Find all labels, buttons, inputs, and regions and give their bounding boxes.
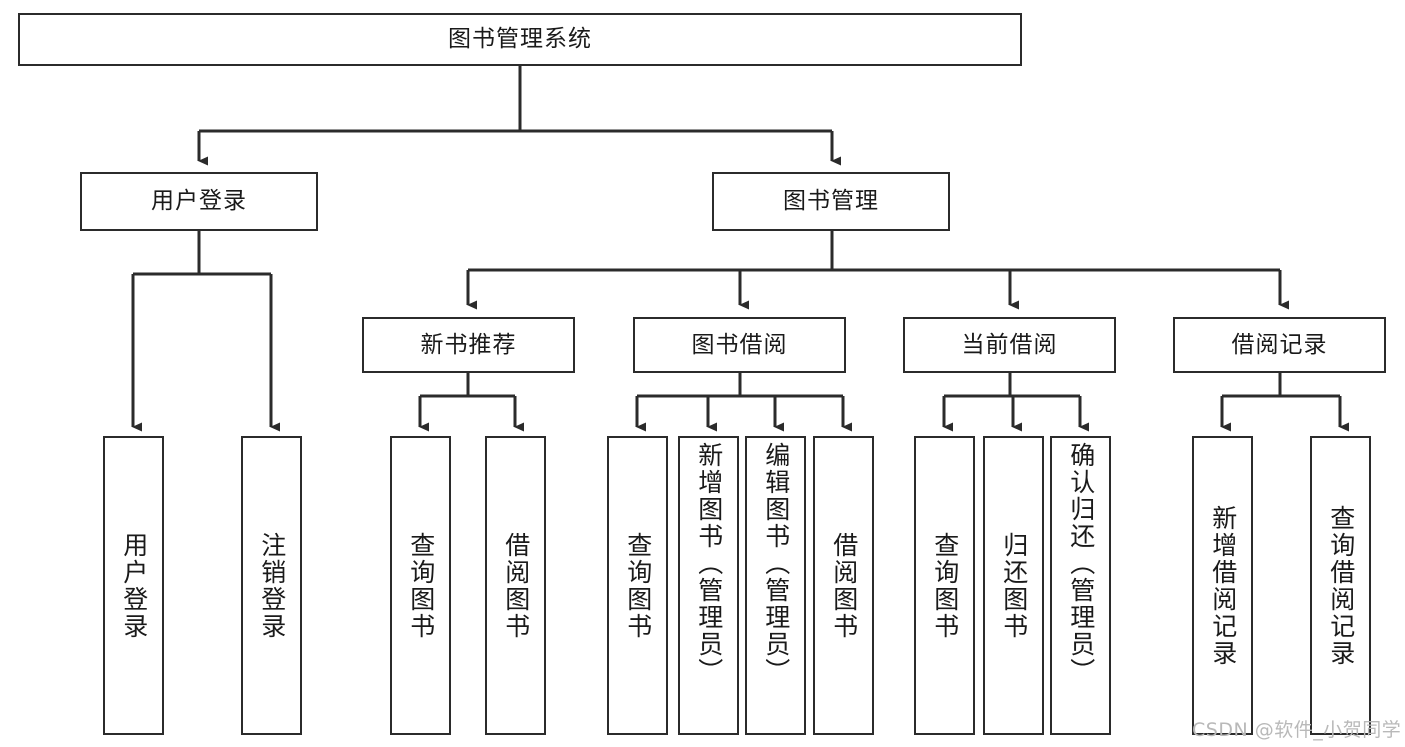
leaf-borrow-edit-book-label: 编辑图书（管理员）: [761, 442, 791, 685]
leaf-new-book-borrow[interactable]: 借阅图书: [485, 436, 546, 735]
node-new-book-recommend[interactable]: 新书推荐: [362, 317, 575, 373]
node-current-borrow[interactable]: 当前借阅: [903, 317, 1116, 373]
leaf-record-add-label: 新增借阅记录: [1208, 504, 1238, 667]
node-user-login-label: 用户登录: [151, 188, 247, 215]
leaf-current-return-book[interactable]: 归还图书: [983, 436, 1044, 735]
leaf-borrow-add-book-label: 新增图书（管理员）: [694, 442, 724, 685]
leaf-new-book-borrow-label: 借阅图书: [501, 531, 531, 640]
csdn-watermark: CSDN @软件_小贺同学: [1192, 719, 1402, 741]
node-borrow-record-label: 借阅记录: [1231, 331, 1328, 358]
leaf-new-book-query-label: 查询图书: [406, 531, 436, 640]
node-root[interactable]: 图书管理系统: [18, 13, 1022, 66]
leaf-record-query[interactable]: 查询借阅记录: [1310, 436, 1371, 735]
leaf-user-login-signin[interactable]: 用户登录: [103, 436, 164, 735]
node-book-borrow[interactable]: 图书借阅: [633, 317, 846, 373]
leaf-borrow-edit-book[interactable]: 编辑图书（管理员）: [745, 436, 806, 735]
leaf-current-confirm-return[interactable]: 确认归还（管理员）: [1050, 436, 1111, 735]
leaf-user-login-signout[interactable]: 注销登录: [241, 436, 302, 735]
leaf-record-query-label: 查询借阅记录: [1326, 504, 1356, 667]
leaf-current-query-book[interactable]: 查询图书: [914, 436, 975, 735]
leaf-new-book-query[interactable]: 查询图书: [390, 436, 451, 735]
leaf-current-return-book-label: 归还图书: [999, 531, 1029, 640]
leaf-borrow-add-book[interactable]: 新增图书（管理员）: [678, 436, 739, 735]
node-new-book-recommend-label: 新书推荐: [420, 331, 517, 358]
node-borrow-record[interactable]: 借阅记录: [1173, 317, 1386, 373]
node-current-borrow-label: 当前借阅: [961, 331, 1058, 358]
leaf-borrow-query-book-label: 查询图书: [623, 531, 653, 640]
leaf-record-add[interactable]: 新增借阅记录: [1192, 436, 1253, 735]
leaf-current-query-book-label: 查询图书: [930, 531, 960, 640]
leaf-borrow-query-book[interactable]: 查询图书: [607, 436, 668, 735]
node-book-management-label: 图书管理: [783, 188, 879, 215]
leaf-borrow-borrow-book-label: 借阅图书: [829, 531, 859, 640]
leaf-user-login-signout-label: 注销登录: [257, 531, 287, 640]
node-user-login[interactable]: 用户登录: [80, 172, 318, 231]
leaf-user-login-signin-label: 用户登录: [119, 531, 149, 640]
node-book-management[interactable]: 图书管理: [712, 172, 950, 231]
node-book-borrow-label: 图书借阅: [691, 331, 788, 358]
leaf-borrow-borrow-book[interactable]: 借阅图书: [813, 436, 874, 735]
leaf-current-confirm-return-label: 确认归还（管理员）: [1066, 442, 1096, 685]
node-root-label: 图书管理系统: [448, 26, 592, 53]
